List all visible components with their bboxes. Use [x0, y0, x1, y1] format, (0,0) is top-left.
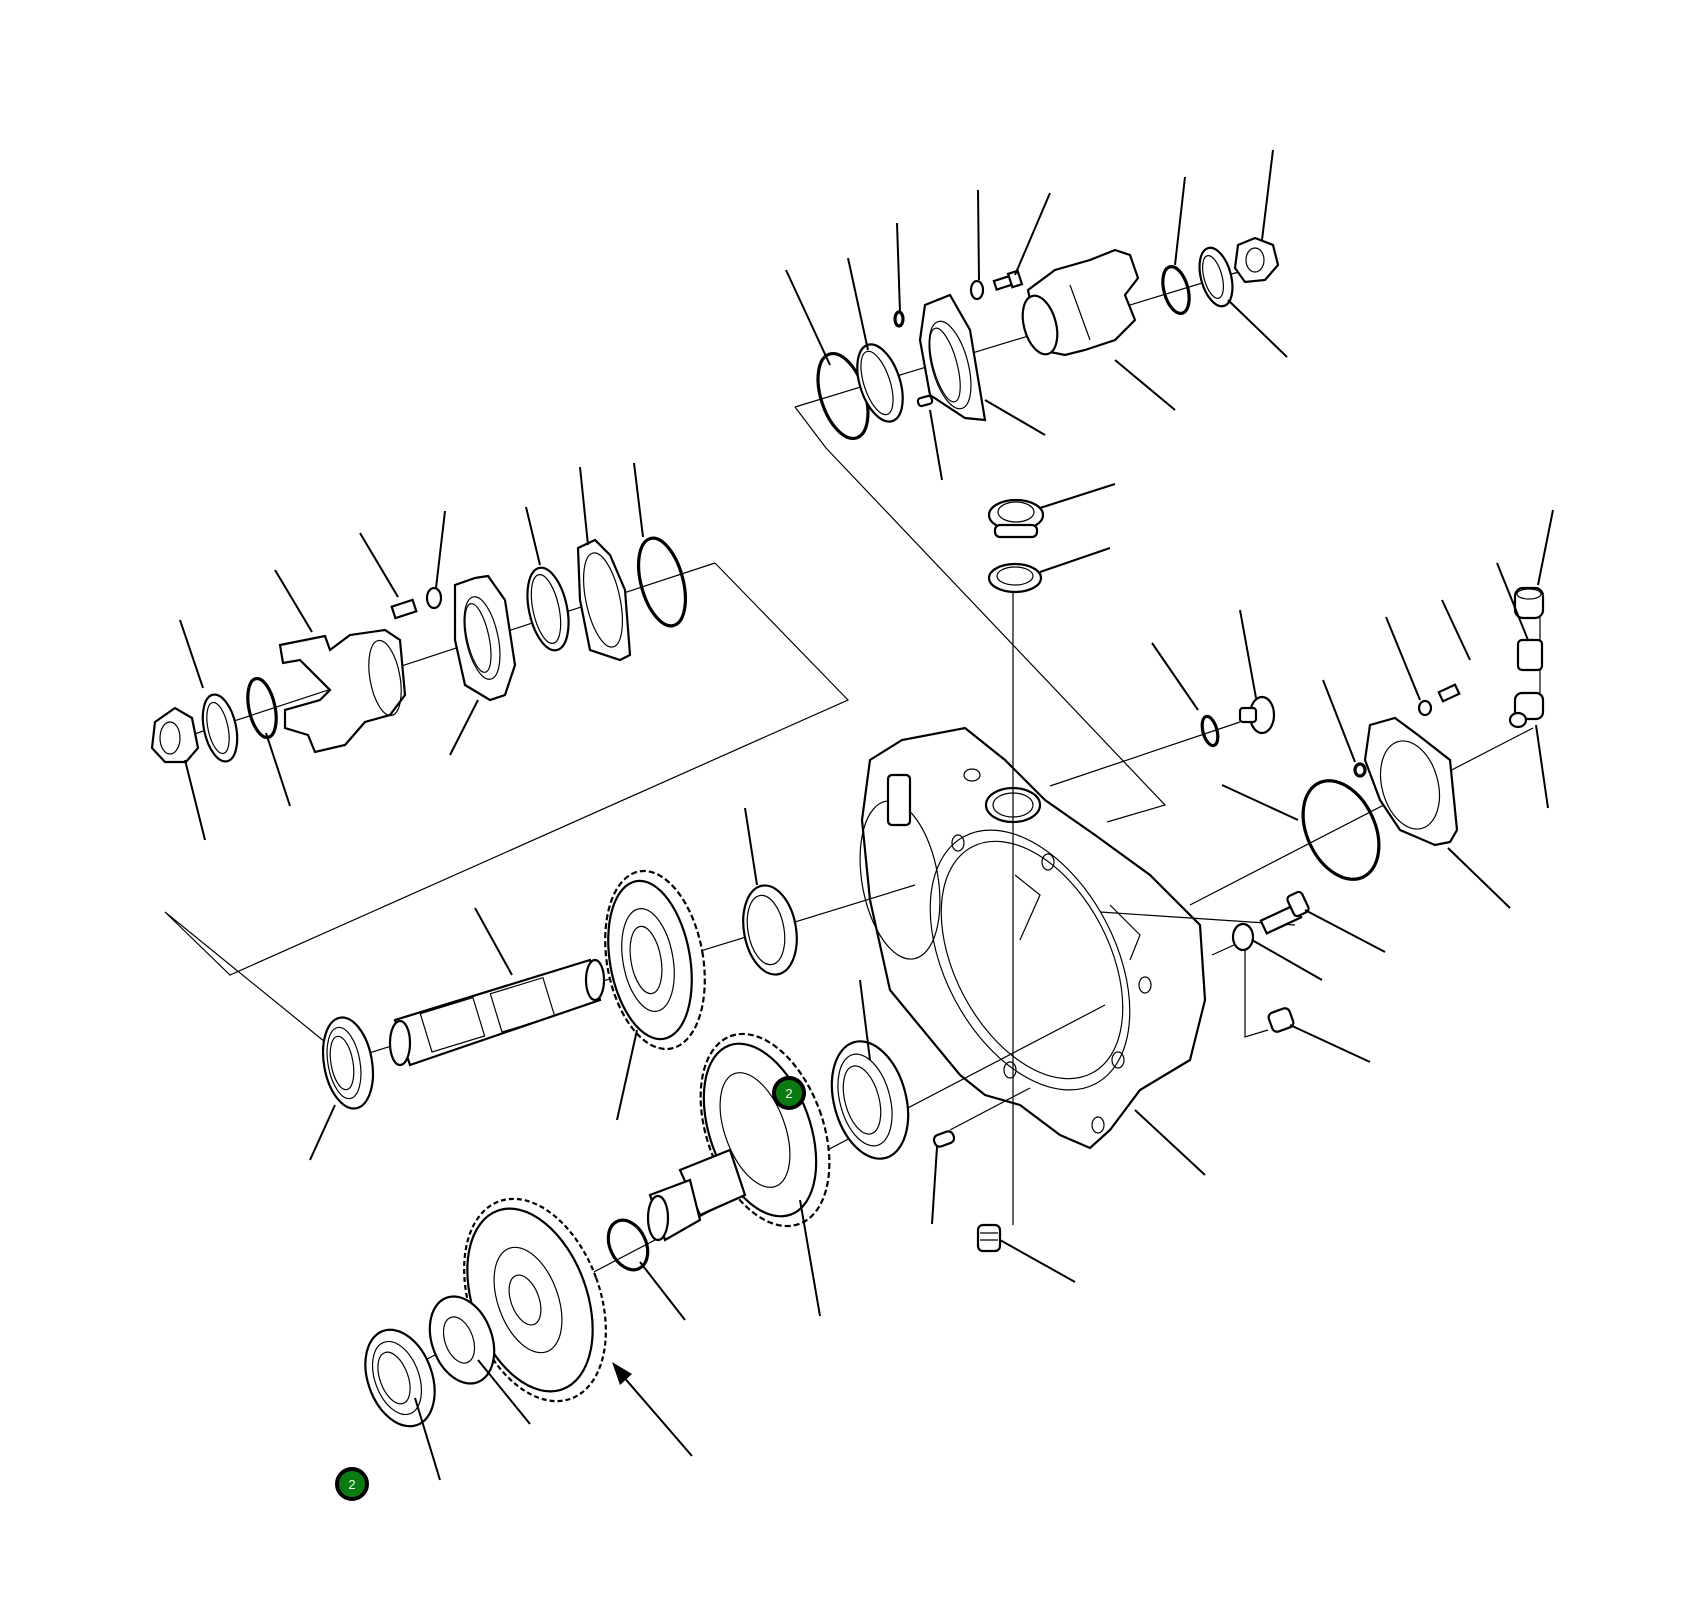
o-ring[interactable] — [1158, 264, 1194, 317]
marker-label: 2 — [348, 1476, 356, 1492]
bearing[interactable] — [820, 1033, 921, 1168]
o-ring[interactable] — [243, 676, 281, 740]
gear-large[interactable] — [592, 863, 718, 1057]
marker-label: 2 — [785, 1085, 793, 1101]
housing-fasteners — [1099, 890, 1386, 1176]
drain-plug[interactable] — [976, 1223, 1002, 1253]
leader-lines-left — [179, 462, 644, 841]
washer[interactable] — [1417, 699, 1433, 717]
leader-lines-right — [1221, 509, 1554, 909]
washer[interactable] — [1231, 922, 1255, 952]
spacer[interactable] — [418, 1287, 505, 1392]
dowel-pin-lower — [931, 1087, 1031, 1225]
nut-fitting[interactable] — [1516, 638, 1544, 672]
bolt[interactable] — [390, 598, 418, 620]
yoke-flange[interactable] — [278, 628, 407, 754]
plug[interactable] — [1267, 1007, 1295, 1033]
cover-flange[interactable] — [453, 574, 517, 702]
washer[interactable] — [969, 279, 985, 301]
o-ring[interactable] — [630, 533, 694, 631]
splined-shaft[interactable] — [388, 958, 606, 1067]
plug-top-right — [1049, 609, 1276, 787]
breather-plug-stack — [976, 483, 1116, 1283]
cap[interactable] — [1513, 586, 1545, 620]
dowel-pin[interactable] — [916, 394, 934, 408]
breather-plug[interactable] — [987, 498, 1045, 539]
dowel-pin[interactable] — [932, 1130, 956, 1148]
bolt[interactable] — [992, 269, 1024, 291]
gasket[interactable] — [576, 538, 632, 662]
washer-seal[interactable] — [197, 691, 242, 764]
small-o-ring[interactable] — [893, 310, 905, 328]
washer[interactable] — [425, 586, 443, 610]
yoke-flange[interactable] — [1017, 248, 1140, 358]
callout-marker-1[interactable]: 2 — [772, 1076, 806, 1110]
gear[interactable] — [438, 1179, 632, 1421]
direction-arrow — [612, 1362, 693, 1457]
plug[interactable] — [1238, 695, 1276, 735]
elbow-fitting[interactable] — [1508, 691, 1545, 729]
top-assembly — [785, 149, 1288, 823]
oil-seal[interactable] — [521, 564, 576, 654]
o-ring[interactable] — [1199, 714, 1220, 748]
cover[interactable] — [1363, 716, 1459, 847]
sealing-ring[interactable] — [987, 562, 1043, 594]
leader-lines-shaft — [309, 807, 758, 1161]
output-gear-shaft[interactable] — [646, 1016, 854, 1244]
right-assembly — [1189, 509, 1554, 909]
leader-lines-output — [414, 979, 871, 1481]
cover-flange[interactable] — [918, 293, 987, 422]
callout-marker-2[interactable]: 2 — [335, 1467, 369, 1501]
o-ring[interactable] — [1288, 769, 1394, 892]
housing[interactable] — [849, 726, 1207, 1150]
washer-seal[interactable] — [1194, 244, 1239, 310]
bolt[interactable] — [1437, 683, 1461, 703]
output-assembly — [364, 979, 1106, 1481]
left-assembly — [150, 462, 850, 1073]
bearing[interactable] — [737, 881, 804, 979]
leader-lines-top — [785, 149, 1288, 481]
bolt[interactable] — [1259, 890, 1310, 935]
bearing[interactable] — [316, 1014, 379, 1113]
lock-nut[interactable] — [1233, 236, 1280, 284]
lock-nut[interactable] — [150, 706, 200, 764]
small-o-ring[interactable] — [1353, 762, 1367, 778]
shaft-assembly — [309, 807, 916, 1161]
snap-ring[interactable] — [601, 1214, 656, 1276]
oil-seal[interactable] — [849, 339, 912, 427]
